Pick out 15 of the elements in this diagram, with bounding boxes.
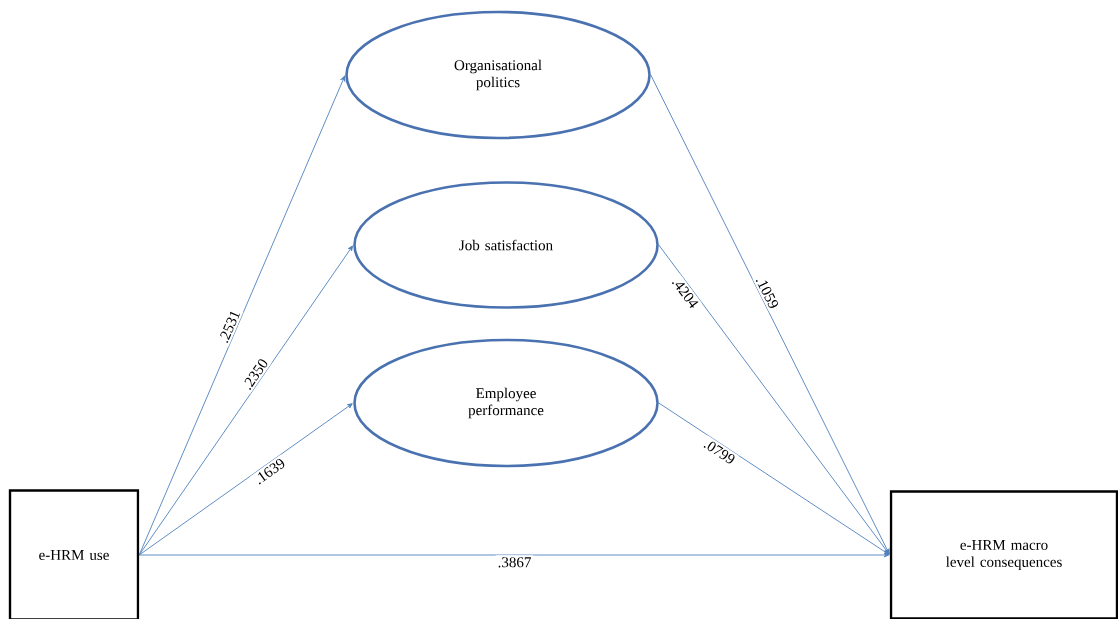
edge-label: .3867 <box>495 555 534 570</box>
edge-label: .2531 <box>215 306 244 347</box>
arrow <box>138 403 353 556</box>
edge-label: .1059 <box>752 272 783 313</box>
box-node: e-HRM macro level consequences <box>889 490 1118 619</box>
arrow <box>138 552 890 558</box>
arrow <box>650 74 890 555</box>
arrow <box>138 245 353 556</box>
oval-node: Employee performance <box>353 338 659 468</box>
arrow <box>658 244 890 555</box>
edge-label: .0799 <box>699 435 740 468</box>
oval-node: Job satisfaction <box>353 181 659 309</box>
oval-node: Organisational politics <box>345 10 651 140</box>
box-node: e-HRM use <box>8 489 140 619</box>
arrow <box>658 402 890 555</box>
